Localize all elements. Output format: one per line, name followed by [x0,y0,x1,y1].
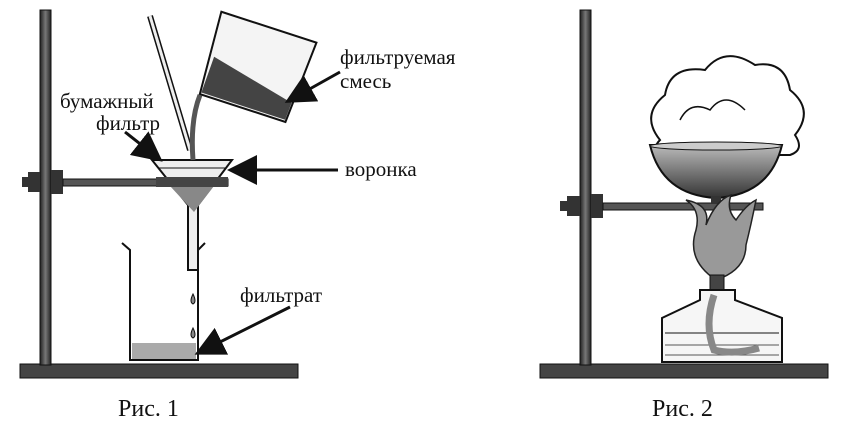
arrow-filter [124,130,163,162]
pouring-beaker [198,10,318,124]
caption-figure-2: Рис. 2 [652,396,713,422]
stand-rod [39,9,52,366]
clamp [560,194,764,218]
figure-2-evaporation [539,9,829,379]
label-filter-line1: бумажный [60,89,154,113]
caption-figure-1: Рис. 1 [118,396,179,422]
flame [685,193,758,281]
drop [190,326,196,339]
label-mixture-line2: смесь [340,69,392,93]
stand-base [19,363,299,379]
figure-1-filtration [19,9,341,379]
wick [705,293,760,356]
label-filter-line2: фильтр [96,111,161,135]
stand-rod [579,9,592,366]
arrow-filtrate [194,305,291,355]
label-mixture-line1: фильтруемая [340,45,456,69]
evaporating-dish [648,141,784,204]
stand-base [539,363,829,379]
steam-cloud [650,55,805,156]
pouring-stream [189,94,203,161]
beaker [121,242,206,361]
arrow-mixture [284,70,341,103]
label-funnel: воронка [345,157,417,181]
drop [190,292,196,305]
label-filtrate: фильтрат [240,283,322,307]
funnel [149,159,235,271]
spirit-lamp [661,274,783,363]
filtrate-liquid [132,343,196,359]
